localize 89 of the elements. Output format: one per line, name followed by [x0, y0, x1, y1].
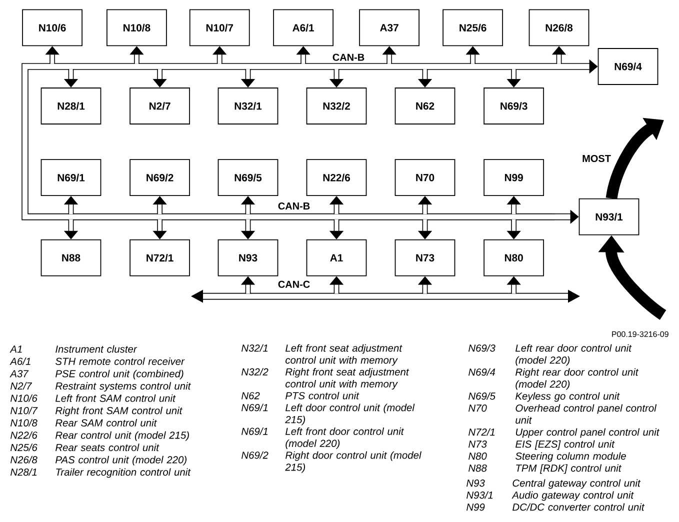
control-unit-box: N69/3	[484, 88, 544, 124]
control-unit-box: N26/8	[528, 9, 590, 46]
unit-code: N80	[468, 452, 487, 460]
unit-code: N69/5	[468, 392, 496, 400]
unit-description: PSE control unit (combined)	[56, 370, 184, 380]
unit-description: DC/DC converter control unit	[512, 503, 645, 511]
unit-description: Upper control panel control unit	[516, 428, 660, 438]
control-unit-box: N88	[40, 239, 102, 276]
unit-code: N88	[468, 464, 487, 472]
bus-label: CAN-B	[278, 202, 310, 210]
unit-description: PAS control unit (model 220)	[56, 456, 186, 466]
unit-code: N2/7	[10, 382, 32, 390]
unit-description: TPM [RDK] control unit	[516, 464, 622, 474]
unit-code: N69/4	[468, 368, 496, 376]
unit-description: Steering column module	[516, 452, 626, 462]
unit-description: Rear SAM control unit	[56, 419, 157, 426]
unit-code: N62	[242, 392, 260, 400]
unit-code: N99	[466, 503, 485, 511]
control-unit-box: N10/8	[106, 9, 167, 46]
unit-description: Restraint systems control unit	[56, 382, 191, 392]
unit-code: N22/6	[10, 431, 38, 439]
control-unit-box: N28/1	[40, 88, 102, 124]
unit-code: N93	[466, 479, 485, 487]
unit-code: A1	[10, 346, 22, 353]
control-unit-box: N93	[218, 239, 278, 276]
control-unit-box: N80	[484, 239, 544, 276]
unit-description: STH remote control receiver	[55, 358, 185, 365]
unit-description: Left front door control unit (model 220)	[286, 428, 404, 450]
unit-description: Central gateway control unit	[512, 479, 641, 489]
control-unit-box: N25/6	[442, 9, 503, 46]
unit-code: N25/6	[10, 444, 38, 452]
control-unit-box: N22/6	[306, 159, 367, 196]
unit-description: Keyless go control unit	[516, 392, 620, 402]
unit-description: PTS control unit	[286, 392, 360, 400]
figure-number: P00.19-3216-09	[612, 331, 668, 337]
unit-description: Rear seats control unit	[56, 444, 160, 452]
control-unit-box: N99	[484, 159, 544, 196]
control-unit-box: N69/2	[130, 159, 190, 196]
control-unit-box: N32/1	[218, 88, 278, 124]
unit-code: N72/1	[468, 428, 495, 436]
unit-description: Instrument cluster	[56, 345, 138, 353]
control-unit-box: N69/4	[598, 48, 658, 85]
bus-label: CAN-C	[278, 280, 310, 288]
connector-line	[22, 63, 34, 220]
unit-description: Rear control unit (model 215)	[56, 431, 189, 441]
control-unit-box: A37	[359, 9, 420, 46]
unit-code: N73	[468, 440, 487, 448]
control-unit-box: N73	[394, 239, 456, 276]
control-unit-box: N2/7	[130, 88, 190, 124]
unit-description: Right front seat adjustment control unit with memory	[286, 368, 410, 390]
control-unit-box: N10/6	[22, 9, 82, 46]
unit-description: Right door control unit (model 215)	[285, 451, 422, 473]
control-unit-box: N62	[394, 88, 456, 124]
unit-code: N69/1	[242, 428, 268, 435]
control-unit-box: N10/7	[189, 9, 250, 46]
unit-description: EIS [EZS] control unit	[516, 440, 615, 450]
bus-label: CAN-B	[332, 54, 364, 61]
unit-description: Left door control unit (model 215)	[285, 404, 415, 426]
unit-code: N69/2	[242, 451, 268, 459]
unit-description: Left front seat adjustment control unit with memory	[286, 344, 402, 366]
unit-code: N32/1	[242, 344, 268, 352]
unit-description: Right front SAM control unit	[56, 406, 183, 416]
unit-code: N10/7	[10, 406, 38, 414]
control-unit-box: N69/5	[218, 159, 278, 196]
unit-description: Audio gateway control unit	[512, 491, 634, 501]
control-unit-box: A6/1	[273, 9, 334, 46]
unit-description: Trailer recognition control unit	[56, 468, 191, 478]
unit-code: N10/6	[10, 394, 38, 402]
unit-code: N70	[468, 404, 487, 412]
control-unit-box: N69/1	[40, 159, 102, 196]
control-unit-box: N32/2	[306, 88, 367, 124]
unit-code: A37	[10, 370, 29, 378]
control-unit-box: N93/1	[578, 198, 640, 236]
unit-description: Right rear door control unit (model 220)	[516, 368, 639, 390]
unit-description: Overhead control panel control unit	[516, 404, 657, 424]
control-unit-box: N70	[394, 159, 456, 196]
unit-description: Left front SAM control unit	[56, 394, 176, 402]
unit-code: N26/8	[10, 456, 38, 464]
control-unit-box: A1	[306, 239, 367, 276]
unit-code: N93/1	[466, 491, 493, 499]
unit-description: Left rear door control unit (model 220)	[516, 344, 632, 366]
unit-code: N10/8	[10, 419, 38, 426]
edge-label: MOST	[582, 154, 612, 163]
unit-code: N69/1	[242, 404, 268, 412]
unit-code: N69/3	[468, 344, 496, 352]
unit-code: N28/1	[10, 468, 37, 476]
unit-code: N32/2	[242, 368, 268, 376]
unit-code: A6/1	[10, 358, 30, 365]
control-unit-box: N72/1	[130, 239, 190, 276]
